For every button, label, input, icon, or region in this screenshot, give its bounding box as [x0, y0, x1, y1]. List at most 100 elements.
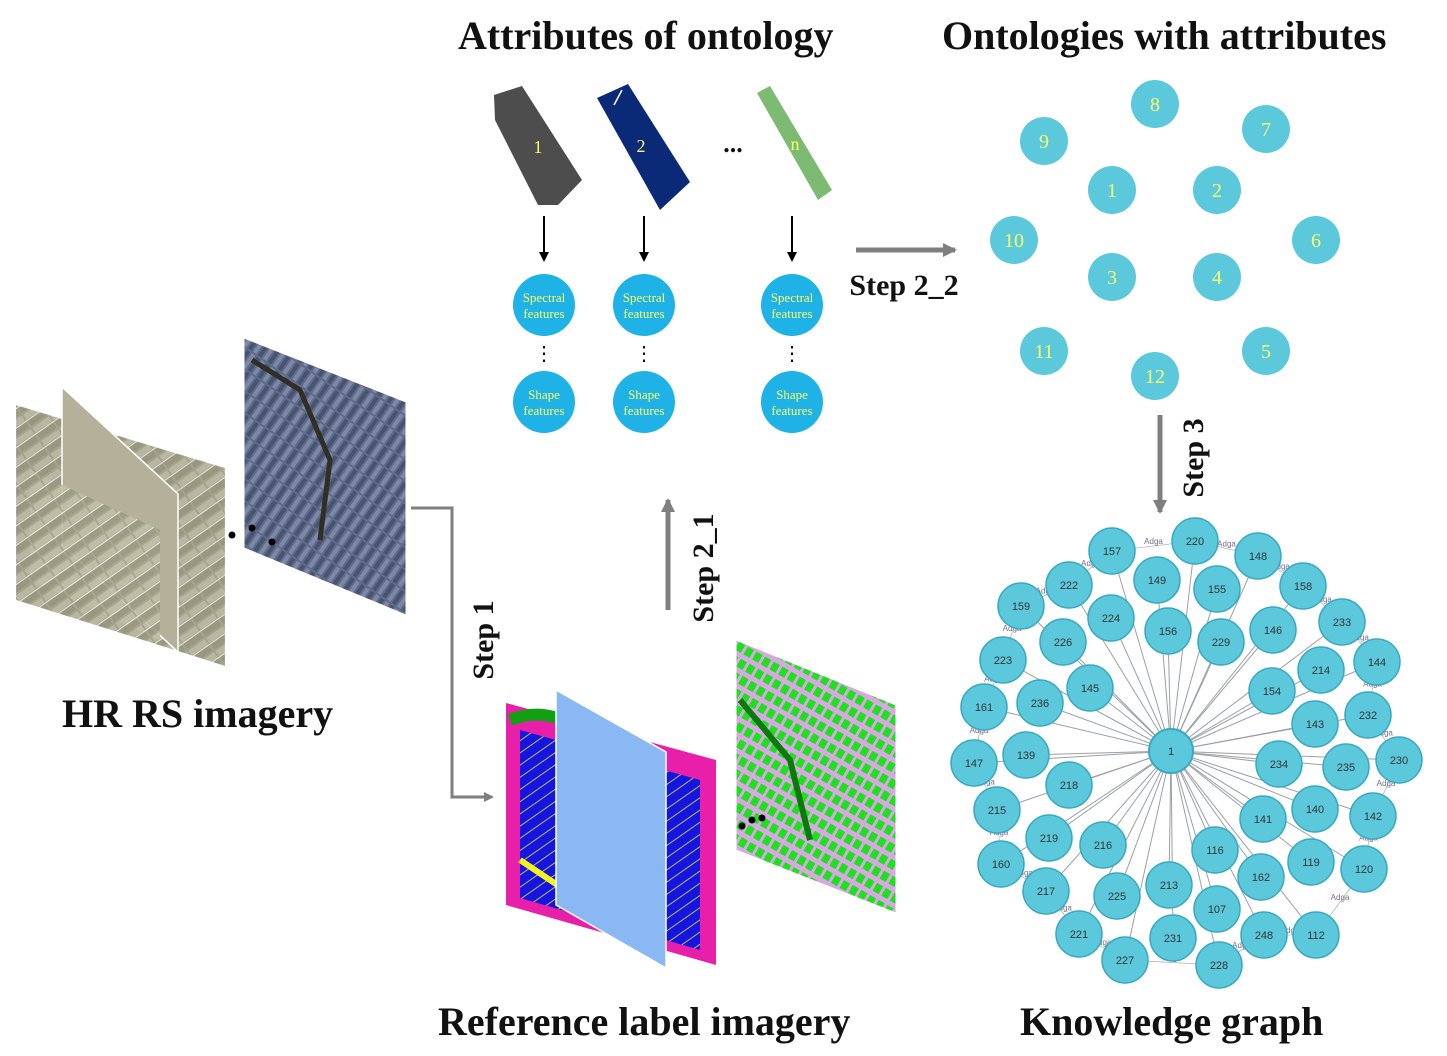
kg-node-label: 154: [1263, 686, 1281, 698]
step2-1-label: Step 2_1: [687, 513, 720, 622]
kg-edge: [1111, 550, 1172, 752]
shape-features-text: features: [523, 403, 564, 418]
kg-edge-label: Adga: [1014, 869, 1033, 878]
kg-edge: [1124, 750, 1172, 961]
step1-label: Step 1: [467, 600, 500, 679]
kg-node-214: 214: [1297, 646, 1345, 694]
kg-node-147: 147: [950, 739, 998, 787]
ontology-node-label: 10: [1004, 230, 1024, 252]
ontology-node-12: 12: [1131, 352, 1179, 400]
kg-edge: [1170, 750, 1316, 810]
kg-node-227: 227: [1101, 936, 1149, 984]
kg-node-label: 159: [1012, 601, 1030, 613]
spectral-features-text: features: [771, 306, 812, 321]
kg-node-label: 148: [1249, 551, 1267, 563]
kg-edge: [1048, 750, 1172, 839]
kg-edge-label: Adga: [1377, 779, 1396, 788]
kg-node-label: 157: [1103, 546, 1121, 558]
kg-node-label: 217: [1037, 886, 1055, 898]
kg-node-label: 219: [1040, 833, 1058, 845]
kg-node-215: 215: [973, 786, 1021, 834]
kg-node-230: 230: [1375, 736, 1423, 784]
kg-node-154: 154: [1248, 667, 1296, 715]
vertical-ellipsis: ⋮: [634, 343, 654, 365]
kg-node-label: 215: [988, 805, 1006, 817]
kg-node-146: 146: [1249, 606, 1297, 654]
kg-node-221: 221: [1055, 910, 1103, 958]
kg-node-228: 228: [1195, 941, 1243, 989]
kg-node-label: 145: [1081, 683, 1099, 695]
kg-node-label: 227: [1116, 955, 1134, 967]
ontology-node-label: 3: [1107, 267, 1117, 289]
ontology-node-4: 4: [1193, 253, 1241, 301]
kg-node-233: 233: [1318, 598, 1366, 646]
kg-edge-label: Adga: [1271, 562, 1290, 571]
kg-edge-label: Adga: [1217, 540, 1236, 549]
kg-edge: [1062, 641, 1172, 752]
kg-edge: [1170, 669, 1322, 752]
kg-node-label: 116: [1206, 845, 1224, 857]
kg-edge-label: Adga: [1232, 941, 1251, 950]
shape-features-text: features: [623, 403, 664, 418]
kg-node-label: 144: [1368, 657, 1386, 669]
kg-node-label: 120: [1355, 864, 1373, 876]
kg-edge: [1025, 750, 1172, 756]
ontology-node-label: 6: [1311, 230, 1321, 252]
kg-node-label: 226: [1054, 637, 1072, 649]
kg-node-label: 146: [1264, 625, 1282, 637]
kg-edge-label: Adga: [1313, 595, 1332, 604]
kg-node-label: 119: [1302, 857, 1320, 869]
hr-imagery-stack: [15, 337, 407, 667]
kg-node-158: 158: [1279, 562, 1327, 610]
ontology-node-label: 12: [1145, 366, 1165, 388]
kg-node-223: 223: [979, 636, 1027, 684]
kg-node-156: 156: [1144, 607, 1192, 655]
kg-edge: [1068, 584, 1172, 752]
kg-node-226: 226: [1039, 618, 1087, 666]
feature-circles: SpectralfeaturesShapefeatures⋮Spectralfe…: [513, 274, 823, 433]
kg-node-119: 119: [1287, 838, 1335, 886]
kg-node-label: 141: [1254, 814, 1272, 826]
kg-edge: [1110, 617, 1172, 752]
hr-imagery-title: HR RS imagery: [62, 691, 334, 736]
kg-node-231: 231: [1149, 914, 1197, 962]
kg-node-112: 112: [1292, 911, 1340, 959]
kg-edge: [1170, 750, 1312, 863]
kg-node-label: 162: [1252, 872, 1270, 884]
kg-node-232: 232: [1344, 691, 1392, 739]
kg-node-label: 149: [1148, 575, 1166, 587]
knowledge-graph-title: Knowledge graph: [1020, 999, 1324, 1044]
kg-node-155: 155: [1193, 565, 1241, 613]
shape-features-text: Shape: [528, 387, 560, 402]
ontology-node-label: 5: [1261, 341, 1271, 363]
kg-node-216: 216: [1079, 821, 1127, 869]
kg-node-224: 224: [1087, 594, 1135, 642]
ontologies-title: Ontologies with attributes: [942, 13, 1387, 58]
kg-node-160: 160: [977, 840, 1025, 888]
step1-arrow: [411, 506, 494, 802]
kg-node-235: 235: [1322, 743, 1370, 791]
spectral-features-text: features: [523, 306, 564, 321]
kg-edge-label: Adga: [1331, 893, 1350, 902]
kg-edge-label: Adga: [1374, 729, 1393, 738]
kg-node-label: 232: [1359, 710, 1377, 722]
kg-node-162: 162: [1237, 853, 1285, 901]
kg-node-149: 149: [1133, 556, 1181, 604]
ontology-node-5: 5: [1242, 327, 1290, 375]
attributes-title: Attributes of ontology: [458, 13, 834, 58]
attribute-bar-n: n: [757, 86, 832, 200]
kg-node-label: 216: [1094, 840, 1112, 852]
spectral-features-text: Spectral: [523, 290, 566, 305]
kg-edge: [983, 706, 1172, 752]
shape-features-text: Shape: [776, 387, 808, 402]
shape-features-text: Shape: [628, 387, 660, 402]
kg-node-label: 224: [1102, 613, 1120, 625]
kg-edge-label: Adga: [1144, 537, 1163, 546]
kg-node-label: 225: [1108, 891, 1126, 903]
ontology-node-label: 2: [1212, 180, 1222, 202]
